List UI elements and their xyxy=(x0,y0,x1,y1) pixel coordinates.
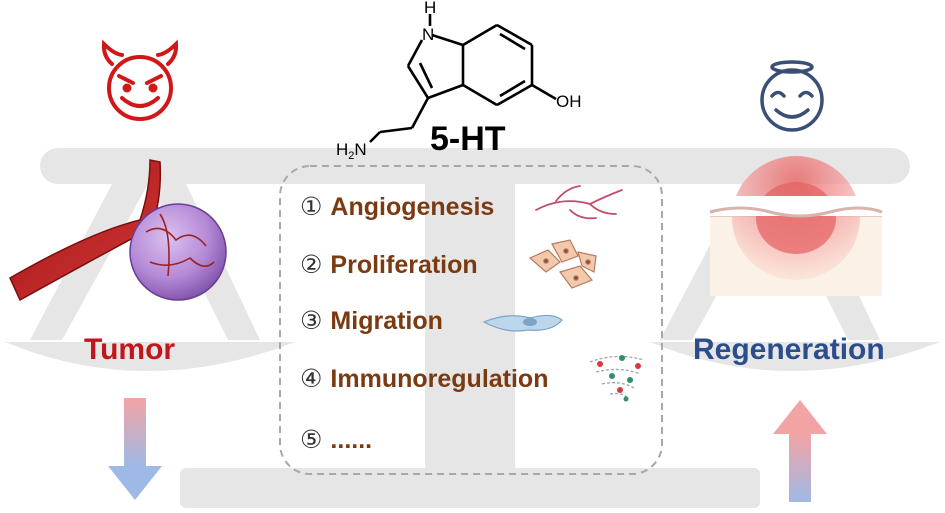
blood-vessels-icon xyxy=(535,185,623,220)
effect-label: ...... xyxy=(330,426,373,454)
tumor-label: Tumor xyxy=(84,333,176,366)
atom-h: H xyxy=(424,0,436,17)
effect-label: Proliferation xyxy=(330,251,478,279)
blood-vessel xyxy=(9,159,162,302)
balance-beam xyxy=(40,148,910,184)
effect-item-more: ⑤...... xyxy=(300,425,372,455)
migrating-cell-icon xyxy=(482,314,563,332)
immune-cells-icon xyxy=(589,355,645,402)
regeneration-label: Regeneration xyxy=(693,333,885,366)
atom-oh: OH xyxy=(556,92,582,111)
atom-amine: H2N xyxy=(336,140,367,162)
atom-n: N xyxy=(422,25,434,44)
molecule-name: 5-HT xyxy=(430,120,506,158)
effect-number: ④ xyxy=(300,365,323,393)
effect-number: ⑤ xyxy=(300,426,323,454)
balance-base xyxy=(180,468,760,508)
effect-number: ② xyxy=(300,251,323,279)
effect-label: Immunoregulation xyxy=(330,365,549,393)
serotonin-structure xyxy=(369,14,557,143)
tumor-mass xyxy=(129,203,227,301)
effect-label: Angiogenesis xyxy=(330,193,495,221)
effect-number: ③ xyxy=(300,307,323,335)
effect-number: ① xyxy=(300,193,323,221)
tumor-illustration xyxy=(9,159,227,302)
right-scale-pan xyxy=(650,342,940,371)
effect-label: Migration xyxy=(330,307,443,335)
regeneration-up-arrow xyxy=(773,400,827,502)
angel-face-icon xyxy=(760,60,824,132)
skin-illustration xyxy=(708,156,884,296)
left-scale-pan xyxy=(5,342,295,371)
tumor-down-arrow xyxy=(108,398,162,500)
effects-box xyxy=(279,165,663,475)
wound-inner xyxy=(756,182,836,254)
devil-face-icon xyxy=(101,39,179,121)
cells-icon xyxy=(528,239,597,289)
